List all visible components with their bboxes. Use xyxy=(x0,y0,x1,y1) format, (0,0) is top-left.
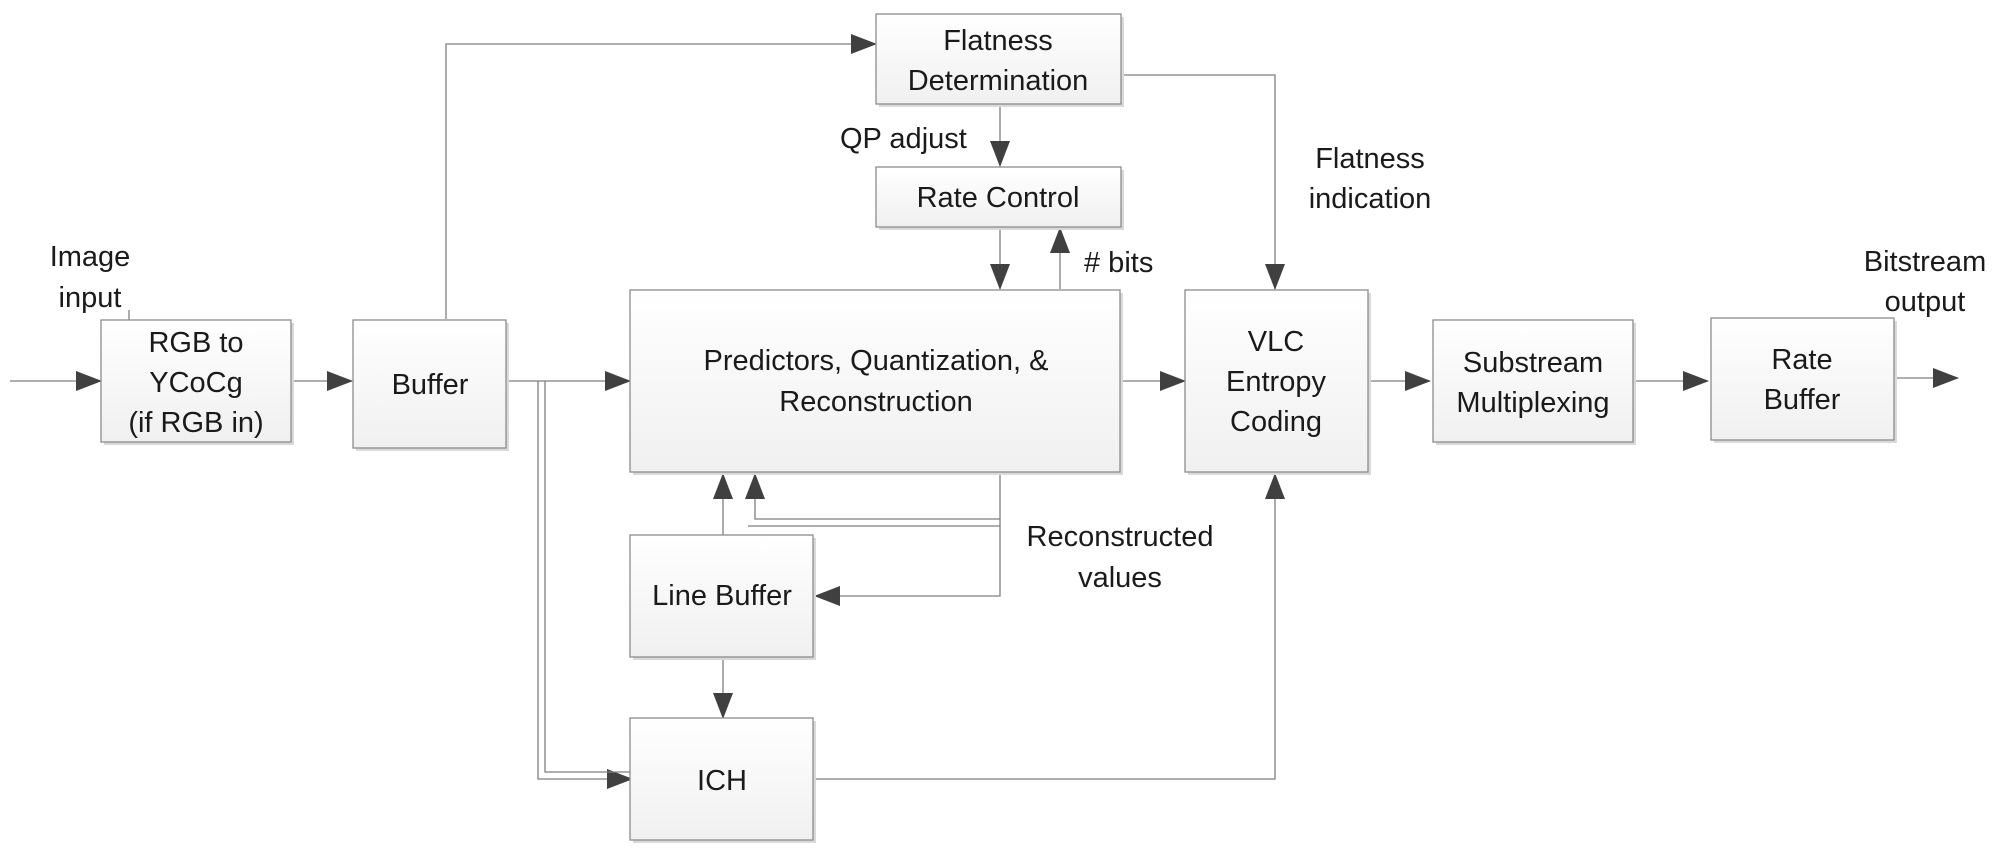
vlc-line2: Entropy xyxy=(1226,366,1326,398)
buffer-to-ich-arrow xyxy=(537,381,633,789)
reconstructed-values-label-line2: values xyxy=(1078,562,1162,594)
flatness-determination-line2: Determination xyxy=(908,65,1089,97)
flatness-indication-label-line1: Flatness xyxy=(1315,143,1425,175)
line-buffer-label: Line Buffer xyxy=(652,580,792,612)
flatness-indication-label-line2: indication xyxy=(1309,183,1432,215)
substream-line1: Substream xyxy=(1463,347,1603,379)
reconstructed-to-line-buffer-arrow xyxy=(814,474,1001,606)
ich-block: ICH xyxy=(629,717,816,843)
substream-line2: Multiplexing xyxy=(1456,387,1609,419)
predictors-line1: Predictors, Quantization, & xyxy=(704,345,1049,377)
substream-multiplexing-block: Substream Multiplexing xyxy=(1432,319,1636,445)
rate-buffer-line1: Rate xyxy=(1771,344,1832,376)
flatness-indication-arrow xyxy=(1122,74,1285,290)
rate-control-block: Rate Control xyxy=(875,166,1124,230)
buffer-block: Buffer xyxy=(352,319,509,451)
reconstructed-to-predictors-arrow xyxy=(745,473,1000,520)
annotations: Image input QP adjust Flatness indicatio… xyxy=(50,123,1987,594)
reconstructed-values-label-line1: Reconstructed xyxy=(1027,521,1214,553)
buffer-label: Buffer xyxy=(392,369,469,401)
qp-adjust-label: QP adjust xyxy=(840,123,967,155)
image-input-label-line2: input xyxy=(59,282,122,314)
buffer-to-ich-parallel-line xyxy=(544,381,632,773)
predictors-line2: Reconstruction xyxy=(779,386,972,418)
flatness-determination-line1: Flatness xyxy=(943,25,1053,57)
vlc-line1: VLC xyxy=(1248,326,1304,358)
rgb-to-ycocg-block: RGB to YCoCg (if RGB in) xyxy=(100,319,294,445)
rate-buffer-block: Rate Buffer xyxy=(1710,317,1897,443)
rgb-to-ycocg-line1: RGB to xyxy=(148,327,243,359)
ich-to-vlc-arrow xyxy=(815,473,1285,780)
rgb-to-ycocg-line3: (if RGB in) xyxy=(128,407,263,439)
rate-buffer-line2: Buffer xyxy=(1764,384,1841,416)
line-buffer-block: Line Buffer xyxy=(629,534,816,660)
flatness-determination-block: Flatness Determination xyxy=(875,13,1124,107)
predictors-quantization-reconstruction-block: Predictors, Quantization, & Reconstructi… xyxy=(629,289,1123,475)
bitstream-output-label-line1: Bitstream xyxy=(1864,246,1986,278)
rgb-to-ycocg-line2: YCoCg xyxy=(149,367,243,399)
connectors xyxy=(10,34,1959,789)
vlc-entropy-coding-block: VLC Entropy Coding xyxy=(1184,289,1371,475)
ich-label: ICH xyxy=(697,765,747,797)
bitstream-output-label-line2: output xyxy=(1885,286,1966,318)
image-input-label-line1: Image xyxy=(50,241,131,273)
bits-label: # bits xyxy=(1084,247,1153,279)
vlc-line3: Coding xyxy=(1230,406,1322,438)
rate-control-label: Rate Control xyxy=(917,182,1080,214)
buffer-to-flatness-arrow xyxy=(445,34,877,319)
